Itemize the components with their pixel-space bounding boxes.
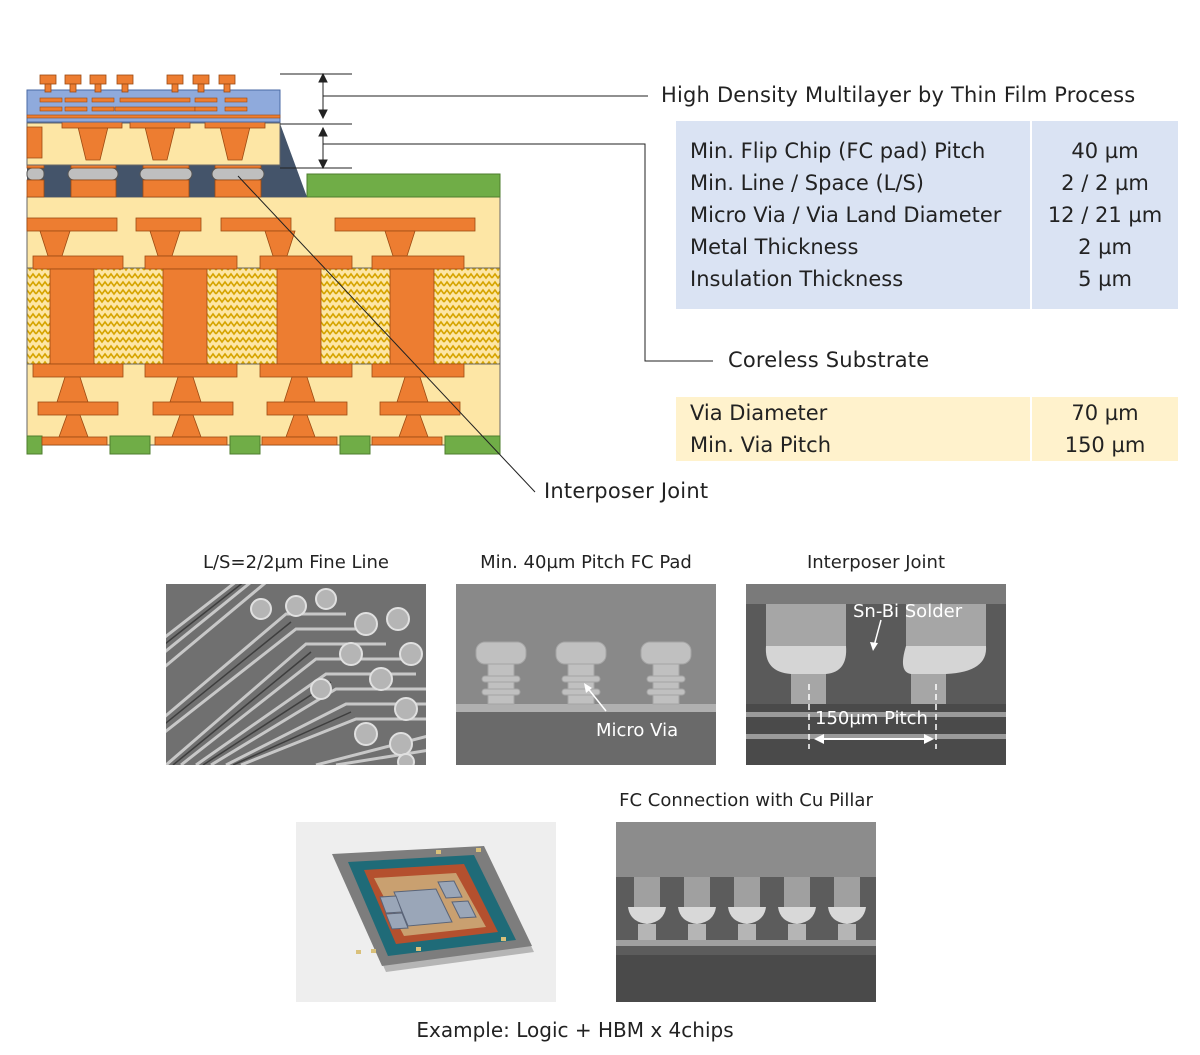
fine-line-caption: L/S=2/2µm Fine Line [202,552,390,573]
thin-film-multilayer [26,74,281,123]
solder-annotation: Sn-Bi Solder [853,601,963,622]
cross-section-diagram [26,72,713,493]
interposer-underfill [26,118,307,198]
example-caption: Example: Logic + HBM x 4chips [416,1018,734,1042]
table-row: Min. Line / Space (L/S)2 / 2 µm [676,167,1178,199]
cu-pillar-photo [616,822,876,1002]
fc-pad-caption: Min. 40µm Pitch FC Pad [480,552,692,573]
coreless-label: Coreless Substrate [728,348,930,372]
joint-caption: Interposer Joint [806,552,946,573]
example-package-photo [296,822,556,1002]
solder-resist-top [306,173,501,198]
fc-pad-photo [456,584,716,765]
table-row [676,121,1178,135]
table-row [676,295,1178,309]
copper-wiring [26,217,476,446]
pitch-annotation: 150µm Pitch [815,708,928,729]
joint-photo [746,584,1006,765]
interposer-layer [26,119,281,166]
hdm-label: High Density Multilayer by Thin Film Pro… [661,83,1136,107]
fine-line-photo [166,584,426,765]
cu-pillar-caption: FC Connection with Cu Pillar [619,790,873,811]
interposer-joint-label: Interposer Joint [544,479,709,503]
dimension-markers [237,72,713,493]
micro-via-annotation: Micro Via [596,720,679,741]
